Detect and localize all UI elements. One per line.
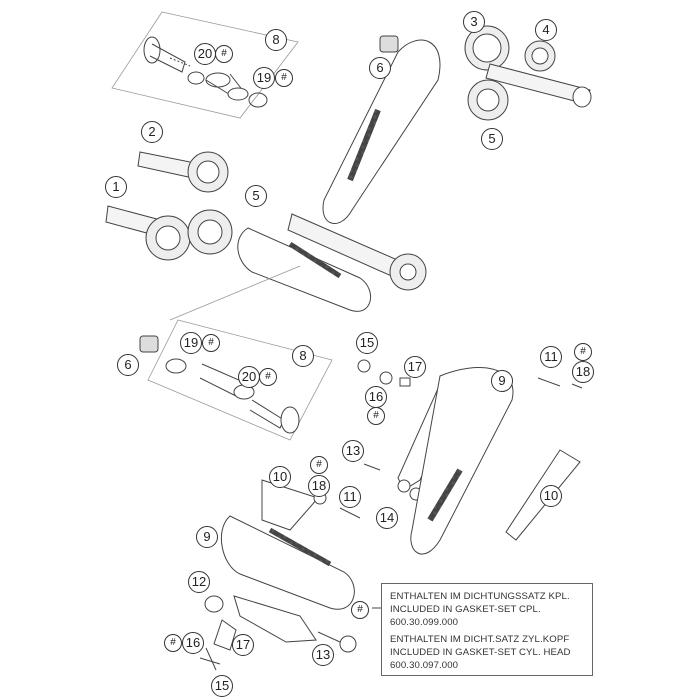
chain-links-lower-left bbox=[268, 527, 332, 567]
chain-sprocket-6-top bbox=[379, 35, 399, 53]
timing-chain-lower-left bbox=[220, 515, 355, 610]
callout-5-right: 5 bbox=[481, 128, 503, 150]
legend-line: INCLUDED IN GASKET-SET CYL. HEAD bbox=[390, 647, 571, 658]
callout-11-right: 11 bbox=[540, 346, 562, 368]
callout-hash-upper: # bbox=[367, 407, 385, 425]
kit-outline-top bbox=[111, 11, 299, 119]
chain-sprocket-6-mid bbox=[139, 335, 159, 353]
legend-line: ENTHALTEN IM DICHT.SATZ ZYL.KOPF bbox=[390, 634, 570, 645]
bushing-top bbox=[187, 71, 268, 108]
callout-17-bottom: 17 bbox=[232, 634, 254, 656]
legend-line: INCLUDED IN GASKET-SET CPL. bbox=[390, 604, 541, 615]
legend-box: ENTHALTEN IM DICHTUNGSSATZ KPL. INCLUDED… bbox=[381, 583, 593, 676]
callout-14: 14 bbox=[376, 507, 398, 529]
legend-line: 600.30.099.000 bbox=[390, 617, 459, 628]
bushing-middle bbox=[165, 358, 300, 434]
callout-17-upper: 17 bbox=[404, 356, 426, 378]
callout-13-bottom: 13 bbox=[312, 644, 334, 666]
callout-13-upper: 13 bbox=[342, 440, 364, 462]
tensioner-assembly-bottom bbox=[199, 595, 357, 671]
callout-15-bottom: 15 bbox=[211, 675, 233, 697]
bearing-pin-top bbox=[143, 36, 191, 73]
guide-rail-10-left bbox=[261, 479, 319, 531]
camshaft-assembly-left bbox=[105, 151, 233, 261]
chain-links-middle bbox=[288, 241, 342, 279]
callout-20-mid: 20 bbox=[238, 366, 260, 388]
crankshaft-sprocket bbox=[287, 213, 427, 291]
callout-8-top: 8 bbox=[265, 29, 287, 51]
callout-15-upper: 15 bbox=[356, 332, 378, 354]
callout-19-top: 19 bbox=[253, 67, 275, 89]
callout-20-top: 20 bbox=[194, 43, 216, 65]
chain-links-upper bbox=[347, 108, 381, 182]
callout-4: 4 bbox=[535, 19, 557, 41]
callout-6-mid: 6 bbox=[117, 354, 139, 376]
timing-chain-middle bbox=[237, 227, 371, 312]
callout-18-left: 18 bbox=[308, 475, 330, 497]
callout-6-top: 6 bbox=[369, 57, 391, 79]
callout-hash-bottom: # bbox=[164, 634, 182, 652]
callout-hash-left: # bbox=[310, 456, 328, 474]
callout-1: 1 bbox=[105, 176, 127, 198]
kit-outline-middle bbox=[147, 319, 333, 441]
callout-16-upper: 16 bbox=[365, 386, 387, 408]
legend-line: 600.30.097.000 bbox=[390, 660, 459, 671]
callout-hash-mid-2: # bbox=[259, 368, 277, 386]
callout-18-right: 18 bbox=[572, 361, 594, 383]
callout-hash-mid-1: # bbox=[202, 334, 220, 352]
callout-16-bottom: 16 bbox=[182, 632, 204, 654]
callout-hash-top-1: # bbox=[215, 45, 233, 63]
timing-chain-lower-right bbox=[410, 367, 514, 555]
callout-10-left: 10 bbox=[269, 466, 291, 488]
callout-2: 2 bbox=[141, 121, 163, 143]
callout-hash-top-2: # bbox=[275, 69, 293, 87]
callout-10-right: 10 bbox=[540, 485, 562, 507]
callout-9-left: 9 bbox=[196, 526, 218, 548]
chain-guide-right bbox=[505, 377, 583, 541]
legend-marker: # bbox=[351, 601, 369, 619]
callout-12: 12 bbox=[188, 571, 210, 593]
callout-hash-right: # bbox=[574, 343, 592, 361]
callout-11-left: 11 bbox=[339, 486, 361, 508]
callout-3: 3 bbox=[463, 11, 485, 33]
camshaft-assembly-right bbox=[464, 25, 592, 121]
callout-9-right: 9 bbox=[491, 370, 513, 392]
callout-19-mid: 19 bbox=[180, 332, 202, 354]
callout-8-mid: 8 bbox=[292, 345, 314, 367]
chain-links-lower-right bbox=[427, 468, 463, 522]
callout-5-left: 5 bbox=[245, 185, 267, 207]
legend-line: ENTHALTEN IM DICHTUNGSSATZ KPL. bbox=[390, 591, 570, 602]
